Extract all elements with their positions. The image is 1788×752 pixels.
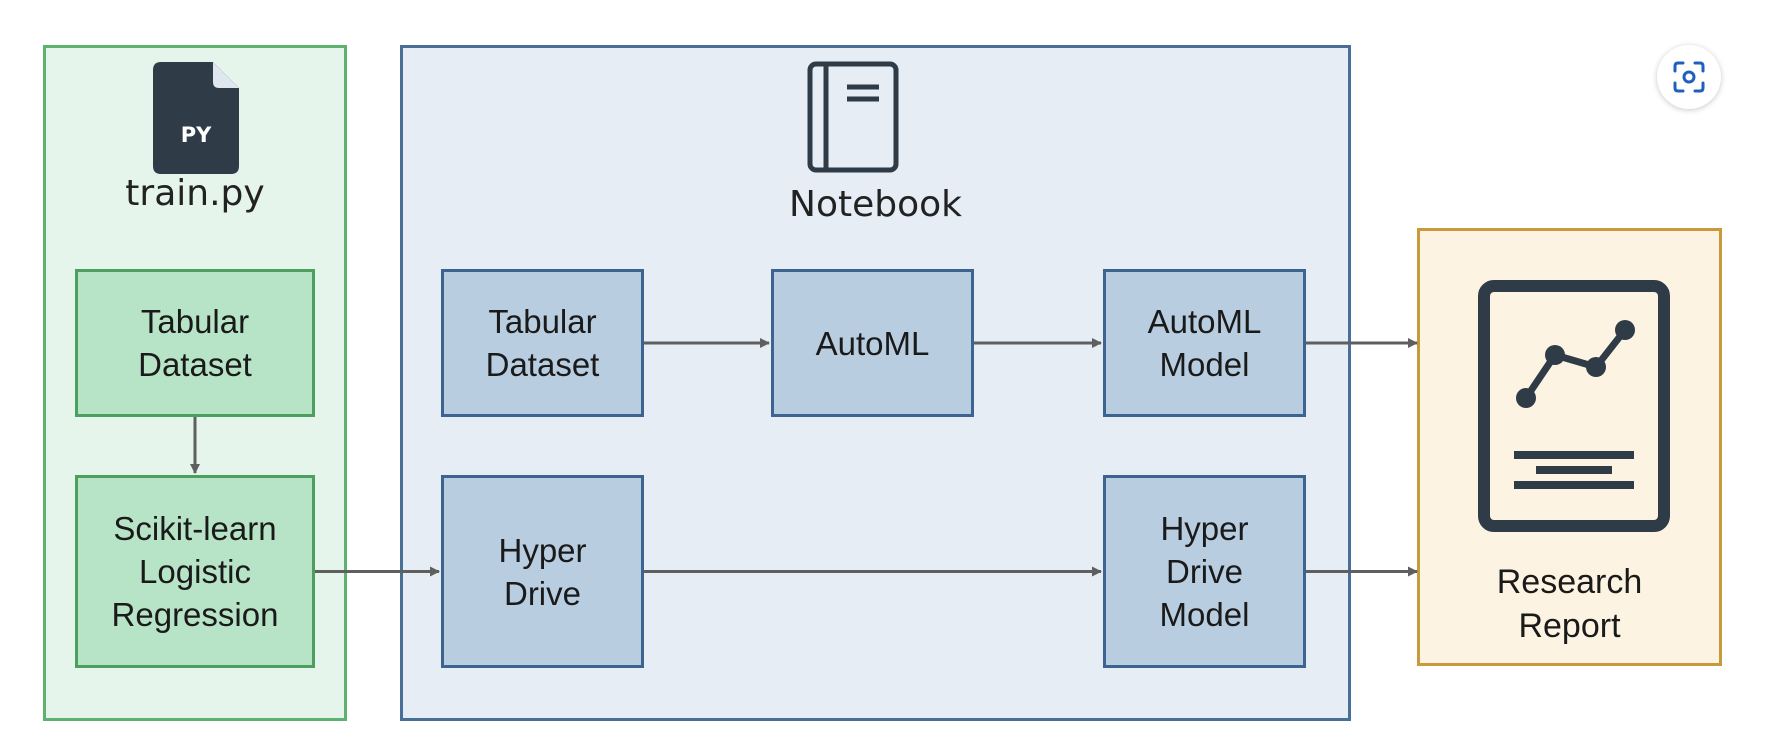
hyperdrive-node: Hyper Drive — [441, 475, 644, 668]
python-file-icon: PY — [153, 62, 239, 174]
notebook-tabular-dataset-node: Tabular Dataset — [441, 269, 644, 417]
notebook-icon — [807, 61, 899, 173]
research-report-label: Research Report — [1496, 563, 1643, 645]
focus-scan-button[interactable] — [1657, 45, 1721, 109]
automl-model-node: AutoML Model — [1103, 269, 1306, 417]
research-report-group — [1417, 228, 1722, 666]
file-icon-text: PY — [181, 123, 212, 147]
automl-node: AutoML — [771, 269, 974, 417]
train-sklearn-node: Scikit-learn Logistic Regression — [75, 475, 315, 668]
focus-scan-icon — [1673, 61, 1705, 93]
train-py-caption: train.py — [125, 173, 265, 214]
notebook-caption: Notebook — [789, 184, 962, 225]
train-tabular-dataset-node: Tabular Dataset — [75, 269, 315, 417]
hyperdrive-model-node: Hyper Drive Model — [1103, 475, 1306, 668]
chart-report-icon — [1478, 280, 1670, 532]
